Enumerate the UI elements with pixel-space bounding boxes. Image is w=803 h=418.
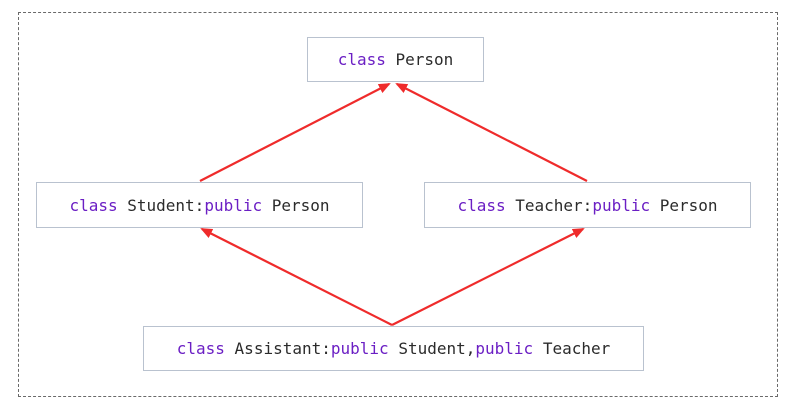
arrow-student-to-person [199, 83, 391, 182]
keyword-public: public [204, 195, 263, 215]
diagram-frame [18, 12, 778, 397]
keyword-public: public [592, 195, 651, 215]
keyword-public: public [475, 339, 534, 358]
node-teacher: class Teacher:public Person [424, 182, 751, 228]
arrow-teacher-to-person [395, 83, 588, 182]
base-class-name: Teacher [542, 339, 611, 358]
keyword-public: public [330, 339, 389, 358]
keyword-class: class [176, 339, 225, 358]
node-assistant: class Assistant:public Student,public Te… [143, 326, 644, 371]
class-name: Teacher: [515, 195, 593, 215]
keyword-class: class [337, 50, 386, 69]
class-name: Assistant: [234, 339, 331, 358]
base-class-name: Person [271, 195, 330, 215]
arrow-assistant-to-teacher [391, 228, 585, 326]
node-student: class Student:public Person [36, 182, 363, 228]
class-name: Student: [127, 195, 205, 215]
keyword-class: class [457, 195, 506, 215]
base-class-name: Student, [398, 339, 476, 358]
base-class-name: Person [659, 195, 718, 215]
class-name: Person [395, 50, 454, 69]
keyword-class: class [69, 195, 118, 215]
arrow-assistant-to-student [200, 228, 393, 326]
node-person: class Person [307, 37, 484, 82]
